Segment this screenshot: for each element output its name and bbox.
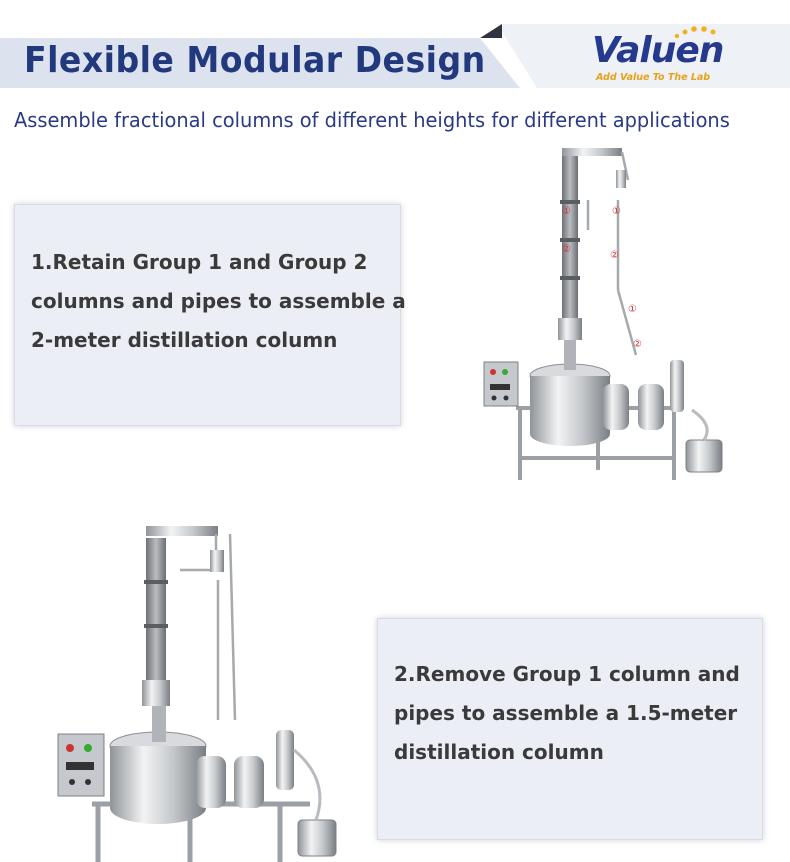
logo-dots-icon — [674, 26, 716, 39]
card-line: columns and pipes to assemble a — [31, 289, 406, 313]
logo-name: Valuen — [592, 30, 724, 71]
subtitle: Assemble fractional columns of different… — [14, 108, 730, 132]
marker-pipe-3: ① — [628, 304, 637, 315]
card-text: 2.Remove Group 1 column and pipes to ass… — [394, 655, 764, 772]
header-corner-accent — [480, 24, 502, 38]
card-line: 1.Retain Group 1 and Group 2 — [31, 250, 368, 274]
card-line: distillation column — [394, 740, 604, 764]
marker-pipe-2: ② — [610, 250, 619, 261]
marker-pipe-4: ② — [633, 339, 642, 350]
logo-tagline: Add Value To The Lab — [596, 72, 711, 83]
valuen-logo: Valuen Add Value To The Lab — [592, 26, 742, 88]
marker-column-2: ② — [562, 244, 571, 255]
card-line: pipes to assemble a 1.5-meter — [394, 701, 738, 725]
card-line: 2-meter distillation column — [31, 328, 338, 352]
header-right-band — [497, 24, 790, 88]
info-card-2m: 1.Retain Group 1 and Group 2 columns and… — [14, 204, 406, 426]
marker-column-1: ① — [562, 206, 571, 217]
info-card-1-5m: 2.Remove Group 1 column and pipes to ass… — [377, 618, 763, 840]
distillation-machine-1-5m-image — [57, 526, 337, 862]
card-line: 2.Remove Group 1 column and — [394, 662, 740, 686]
page-title: Flexible Modular Design — [24, 40, 486, 81]
distillation-machine-2m-image: ① ② ① ② ① ② — [483, 148, 723, 480]
header-band — [0, 38, 520, 88]
card-text: 1.Retain Group 1 and Group 2 columns and… — [31, 243, 406, 360]
marker-pipe-1: ① — [612, 206, 621, 217]
